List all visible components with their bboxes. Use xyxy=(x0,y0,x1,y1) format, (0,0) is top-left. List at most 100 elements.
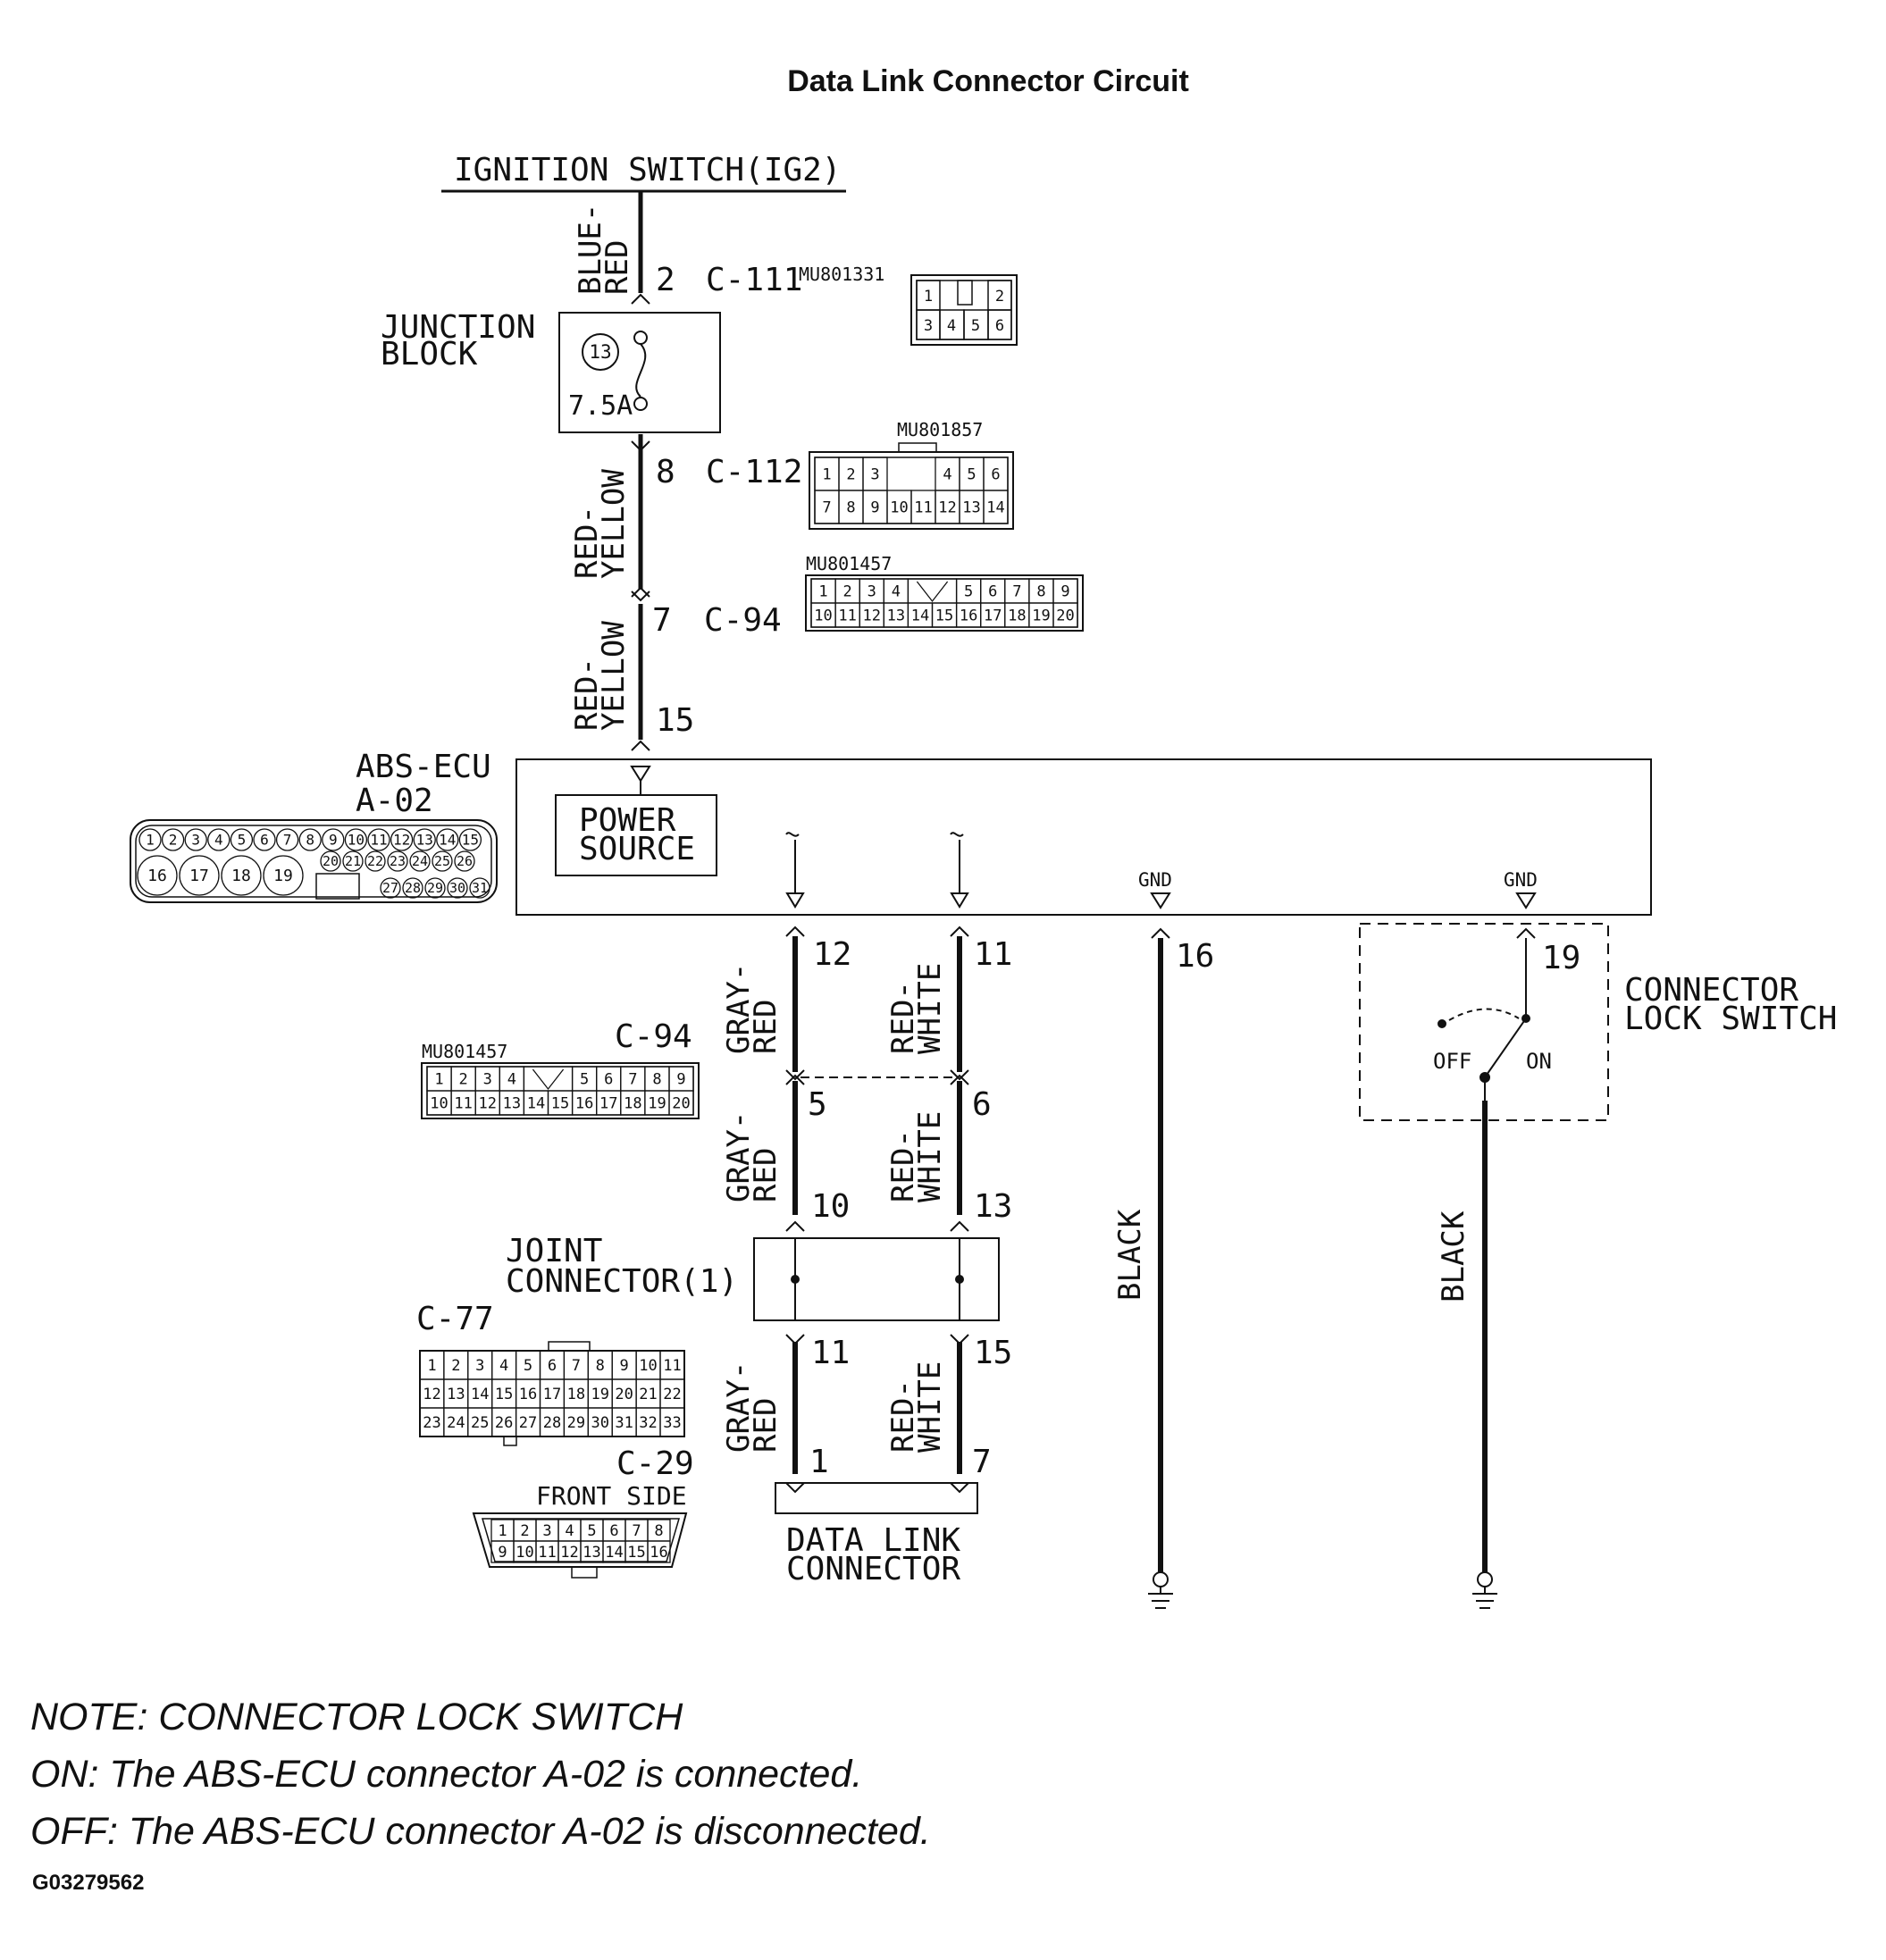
connector-pin-label: 7 xyxy=(283,831,292,848)
connector-pin-label: 18 xyxy=(231,867,251,885)
power-source-line2: SOURCE xyxy=(579,831,695,867)
connector-pin-label: 14 xyxy=(605,1544,623,1562)
connector-pin-label: 2 xyxy=(451,1357,460,1375)
connector-pin-label: 15 xyxy=(495,1386,513,1403)
jc-white-out-pin: 15 xyxy=(974,1335,1012,1371)
switch-pin-number: 19 xyxy=(1542,940,1580,976)
lower-connector-marks xyxy=(785,926,1536,1494)
dlc-gray-pin: 1 xyxy=(809,1444,829,1480)
svg-text:WHITE: WHITE xyxy=(912,963,948,1054)
diagram-title: Data Link Connector Circuit xyxy=(787,64,1189,98)
connector-pin-label: 12 xyxy=(479,1095,497,1113)
connector-pin-label: 23 xyxy=(390,853,406,869)
joint-splice-dot xyxy=(791,1275,800,1284)
connector-pin-label: 25 xyxy=(434,853,450,869)
connector-pin-label: 13 xyxy=(503,1095,521,1113)
connector-pin-label: 6 xyxy=(988,583,997,601)
connector-pin-label: 20 xyxy=(615,1386,633,1403)
ecu-gnd-pin-number: 16 xyxy=(1176,938,1214,975)
connector-pin-label: 12 xyxy=(560,1544,578,1562)
connector-pin-label: 12 xyxy=(423,1386,440,1403)
connector-pin-label: 18 xyxy=(567,1386,585,1403)
ignition-switch-label: IGNITION SWITCH(IG2) xyxy=(454,152,841,188)
dlc-label-line1: DATA LINK xyxy=(786,1522,960,1559)
junction-block-label-line2: BLOCK xyxy=(381,336,478,373)
connector-pin-label: 14 xyxy=(527,1095,545,1113)
connector-pin-label: 19 xyxy=(591,1386,609,1403)
connector-pin-label: 2 xyxy=(843,583,852,601)
connector-pin-label: 9 xyxy=(620,1357,629,1375)
joint-connector-line1: JOINT xyxy=(506,1233,602,1269)
wire-label-gray-red-3: GRAY- RED xyxy=(721,1361,784,1453)
connector-pin-label: 4 xyxy=(507,1071,516,1089)
connector-pin-label: 1 xyxy=(146,831,155,848)
joint-connector-line2: CONNECTOR(1) xyxy=(506,1263,738,1300)
wire-label-red-white-1: RED- WHITE xyxy=(885,963,948,1054)
connector-pin-label: 28 xyxy=(405,880,421,896)
connector-pin-label: 14 xyxy=(911,607,929,625)
connector-pin-label: 15 xyxy=(627,1544,645,1562)
connector-pin-label: 17 xyxy=(599,1095,617,1113)
c111-label: C-111 xyxy=(706,262,802,298)
connector-pin-label: 19 xyxy=(1032,607,1050,625)
connector-pin-label: 10 xyxy=(348,831,365,848)
connector-pin-label: 14 xyxy=(471,1386,489,1403)
connector-pin-label: 31 xyxy=(615,1414,633,1432)
lock-switch-box xyxy=(1359,923,1609,1121)
connector-pin-label: 16 xyxy=(519,1386,537,1403)
wire-label-blue-red: BLUE- RED xyxy=(573,204,635,295)
connector-pin-label: 12 xyxy=(393,831,410,848)
joint-connector-box xyxy=(753,1237,1000,1321)
svg-text:YELLOW: YELLOW xyxy=(596,469,632,579)
connector-pin-label: 10 xyxy=(430,1095,448,1113)
connector-pin-label: 13 xyxy=(583,1544,600,1562)
connector-pin-label: 3 xyxy=(542,1522,551,1540)
connector-pin-label: 26 xyxy=(495,1414,513,1432)
connector-pin-label: 13 xyxy=(416,831,433,848)
connector-pin-label: 9 xyxy=(870,499,879,517)
connector-pin-label: 5 xyxy=(238,831,247,848)
connector-pin-label: 8 xyxy=(846,499,855,517)
jc-gray-out-pin: 11 xyxy=(811,1335,850,1371)
connector-pin-label: 11 xyxy=(914,499,932,517)
connector-pin-label: 3 xyxy=(475,1357,484,1375)
connector-pin-label: 16 xyxy=(960,607,977,625)
connector-pin-label: 3 xyxy=(191,831,200,848)
connector-pin-label: 20 xyxy=(323,853,339,869)
connector-pin-label: 10 xyxy=(814,607,832,625)
connector-pin-label: 4 xyxy=(214,831,223,848)
c94-upper-label: C-94 xyxy=(704,602,782,639)
wire-label-red-yellow-lower: RED- YELLOW xyxy=(569,621,632,731)
connector-pin-label: 4 xyxy=(943,466,951,484)
svg-text:WHITE: WHITE xyxy=(912,1111,948,1202)
svg-text:WHITE: WHITE xyxy=(912,1361,948,1453)
connector-pin-label: 9 xyxy=(676,1071,685,1089)
connector-pin-label: 28 xyxy=(543,1414,561,1432)
c94-lower-label: C-94 xyxy=(615,1018,692,1055)
connector-pin-label: 8 xyxy=(652,1071,661,1089)
connector-pin-label: 6 xyxy=(548,1357,557,1375)
ecu-white-pin-number: 11 xyxy=(974,936,1012,973)
connector-pin-label: 30 xyxy=(449,880,465,896)
lock-switch-label-line1: CONNECTOR xyxy=(1624,972,1798,1009)
connector-pin-label: 13 xyxy=(887,607,905,625)
gnd-label-1: GND xyxy=(1138,869,1172,891)
connector-pin-label: 1 xyxy=(822,466,831,484)
connector-pin-label: 2 xyxy=(846,466,855,484)
svg-text:BLUE-: BLUE- xyxy=(573,204,608,295)
connector-pin-label: 9 xyxy=(329,831,338,848)
dlc-label-line2: CONNECTOR xyxy=(786,1551,960,1587)
connector-pin-label: 1 xyxy=(498,1522,507,1540)
connector-pin-label: 16 xyxy=(650,1544,667,1562)
connector-pin-label: 29 xyxy=(567,1414,585,1432)
c94-lower-part-number: MU801457 xyxy=(422,1041,507,1062)
wire-label-red-white-3: RED- WHITE xyxy=(885,1361,948,1453)
connector-pin-label: 12 xyxy=(863,607,881,625)
connector-pin-label: 3 xyxy=(870,466,879,484)
connector-pin-label: 17 xyxy=(189,867,209,885)
